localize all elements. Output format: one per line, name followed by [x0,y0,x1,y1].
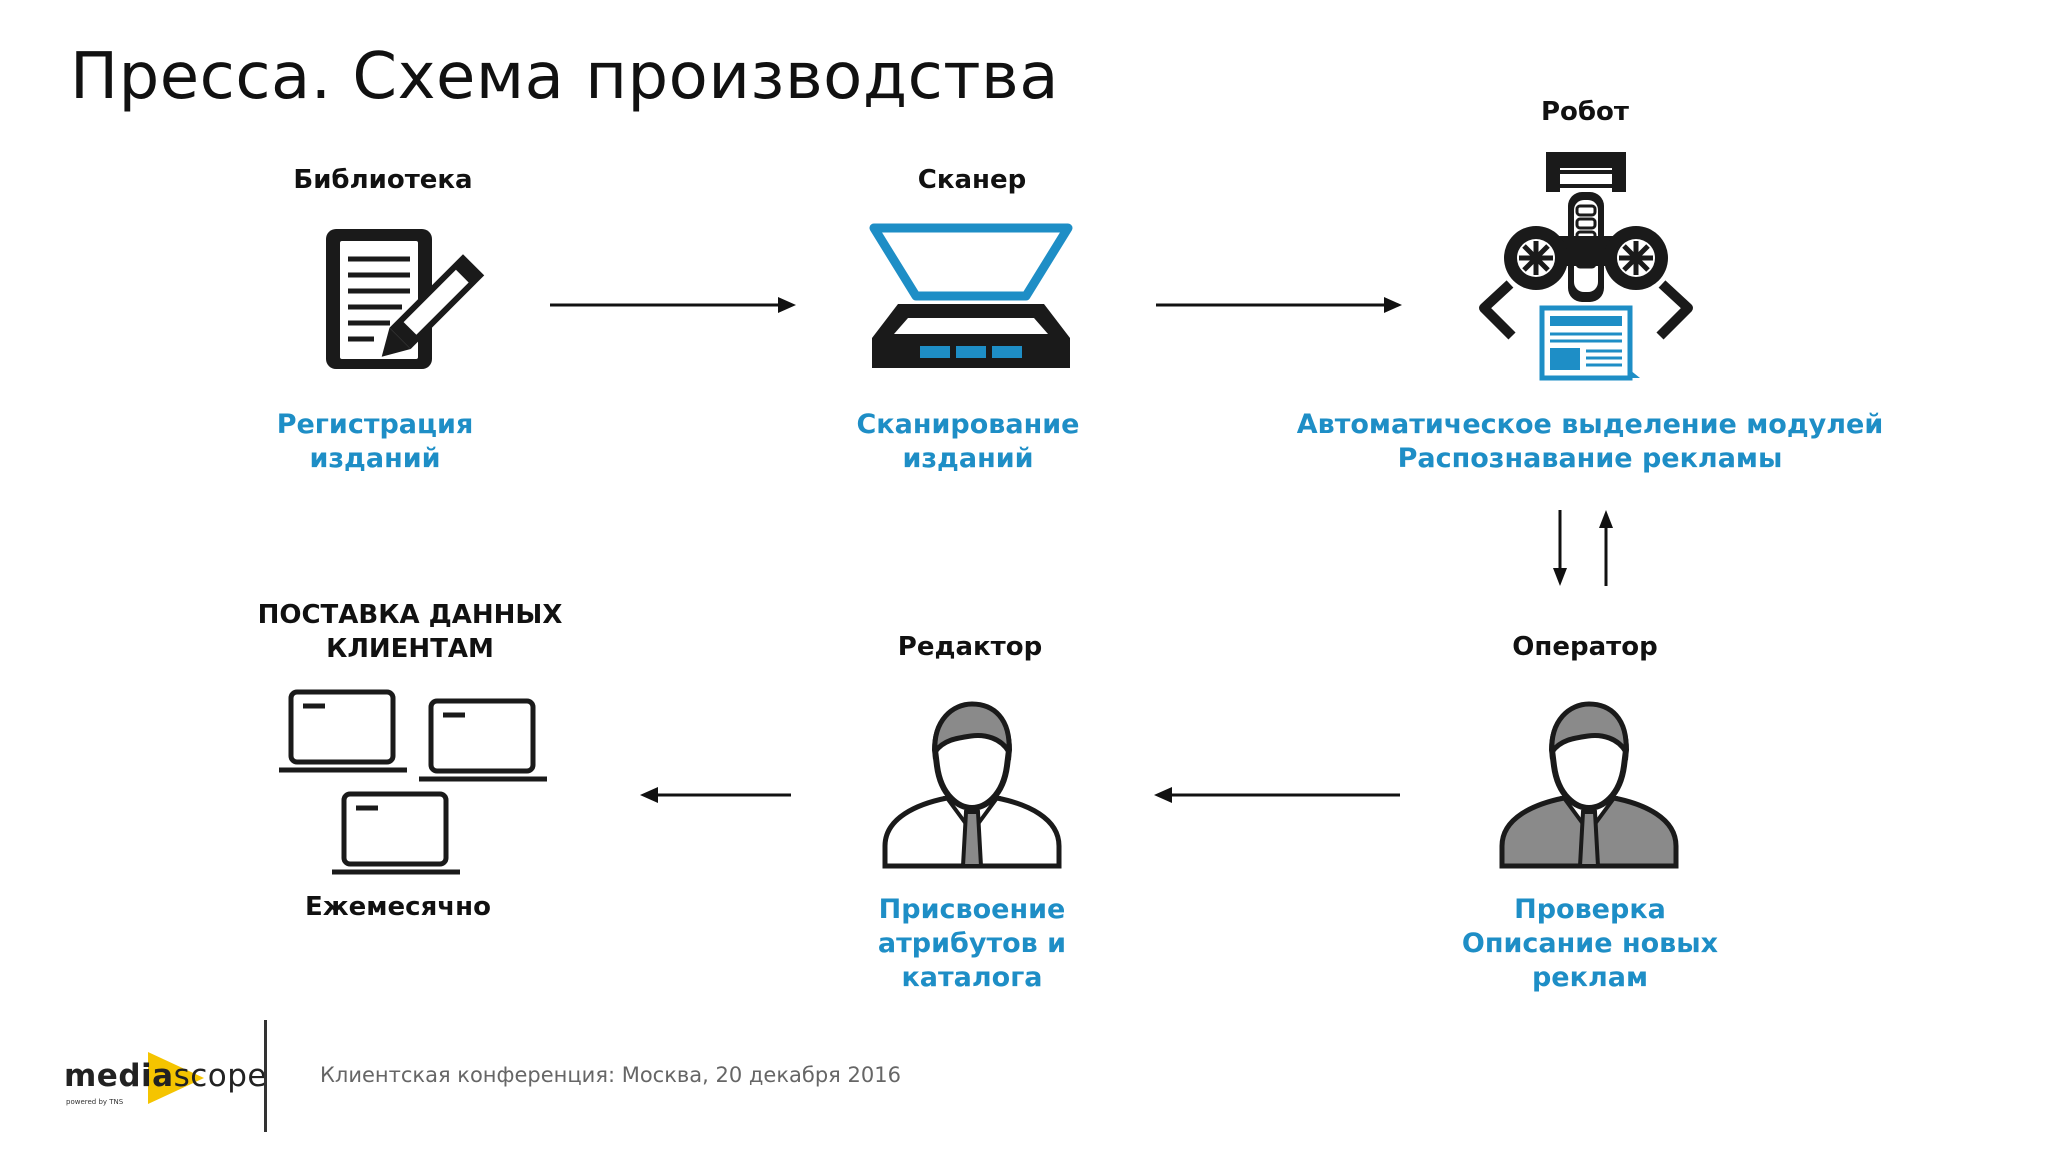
laptop-icon [419,698,547,782]
caption-line: атрибутов и [877,928,1067,959]
caption-scanner: Сканирование изданий [838,408,1098,476]
arrow-icon [550,297,796,313]
caption-line: Автоматическое выделение модулей [1296,409,1884,440]
caption-line: Регистрация [276,409,474,440]
caption-library: Регистрация изданий [245,408,505,476]
node-label-library: Библиотека [293,165,473,195]
node-label-delivery: ПОСТАВКА ДАННЫХ КЛИЕНТАМ [250,598,570,666]
person-icon [882,701,1062,869]
caption-line: Описание новых [1461,928,1719,959]
caption-line: каталога [901,962,1043,993]
footer-conference: Клиентская конференция: Москва, 20 декаб… [320,1063,901,1087]
robot-arm-icon [1479,152,1693,381]
caption-delivery: Ежемесячно [305,892,491,922]
node-label-scanner: Сканер [917,165,1027,195]
arrow-icon [1553,510,1567,586]
document-pencil-icon [326,229,485,369]
logo-suffix: scope [173,1058,267,1094]
caption-editor: Присвоение атрибутов и каталога [832,893,1112,995]
page-title: Пресса. Схема производства [70,40,1059,114]
scanner-icon [869,223,1073,368]
caption-robot: Автоматическое выделение модулей Распозн… [1290,408,1890,476]
caption-line: изданий [902,443,1034,474]
arrow-icon [640,787,791,803]
node-label-editor: Редактор [897,632,1043,662]
caption-line: реклам [1531,962,1649,993]
caption-line: Распознавание рекламы [1397,443,1783,474]
caption-line: Присвоение [878,894,1066,925]
laptop-icon [332,791,460,875]
arrow-icon [1156,297,1402,313]
logo-prefix: media [64,1058,174,1094]
logo-play-icon [148,1052,204,1104]
caption-line: изданий [309,443,441,474]
caption-line: Сканирование [856,409,1080,440]
node-label-robot: Робот [1540,97,1629,127]
arrow-icon [1154,787,1400,803]
label-line: ПОСТАВКА ДАННЫХ [257,600,563,630]
footer-divider [264,1020,267,1132]
laptop-icon [279,689,407,773]
caption-operator: Проверка Описание новых реклам [1420,893,1760,995]
caption-line: Проверка [1514,894,1666,925]
person-icon [1499,701,1679,869]
node-label-operator: Оператор [1512,632,1658,662]
logo-tagline: powered by TNS [66,1098,124,1106]
label-line: КЛИЕНТАМ [326,634,494,664]
arrow-icon [1599,510,1613,586]
mediascope-logo: mediascope powered by TNS [64,1048,267,1118]
